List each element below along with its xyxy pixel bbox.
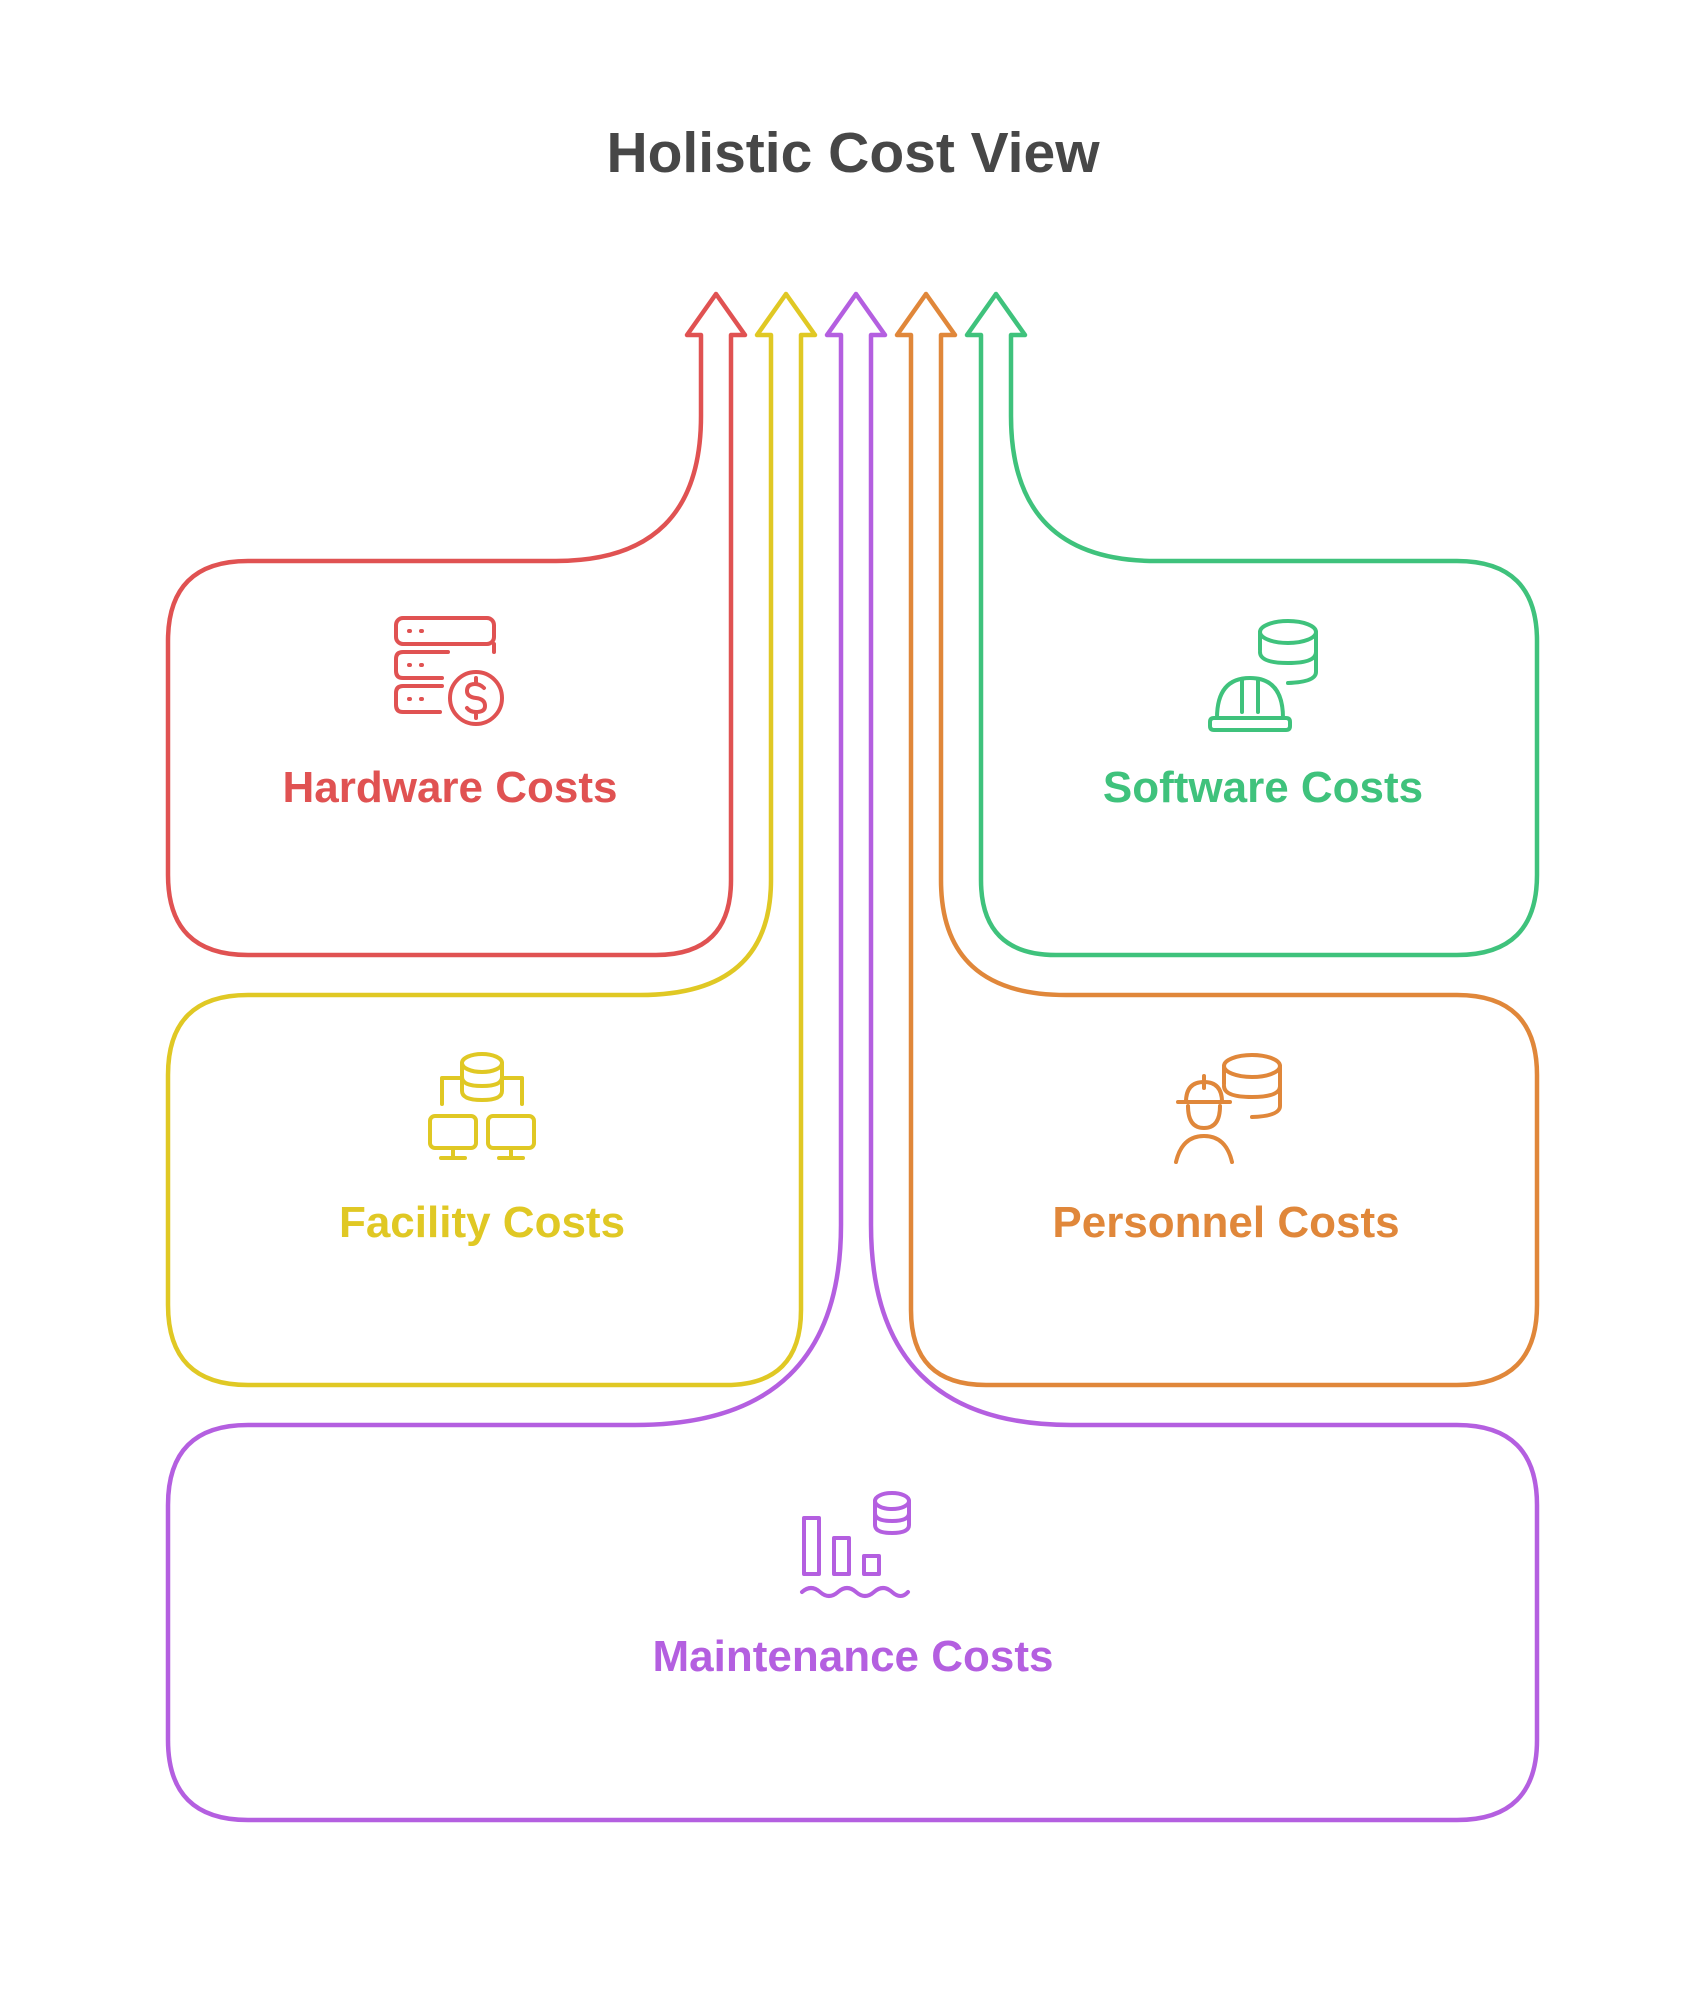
page-title: Holistic Cost View (606, 121, 1100, 185)
facility-costs-label: Facility Costs (339, 1198, 625, 1247)
maintenance-costs-label: Maintenance Costs (653, 1632, 1054, 1681)
worker-database-icon (1174, 1053, 1282, 1164)
maintenance-flow-shape (165, 291, 1540, 1823)
network-database-icon (428, 1052, 536, 1160)
hardware-flow-shape (165, 291, 748, 958)
software-flow-shape (964, 291, 1540, 958)
hardhat-database-icon (1208, 619, 1318, 732)
server-dollar-icon (394, 616, 504, 726)
software-costs-label: Software Costs (1103, 763, 1423, 812)
hardware-costs-label: Hardware Costs (282, 763, 617, 812)
bar-chart-database-icon (800, 1491, 911, 1598)
facility-flow-shape (165, 291, 818, 1388)
personnel-flow-shape (894, 291, 1540, 1388)
personnel-costs-label: Personnel Costs (1052, 1198, 1399, 1247)
